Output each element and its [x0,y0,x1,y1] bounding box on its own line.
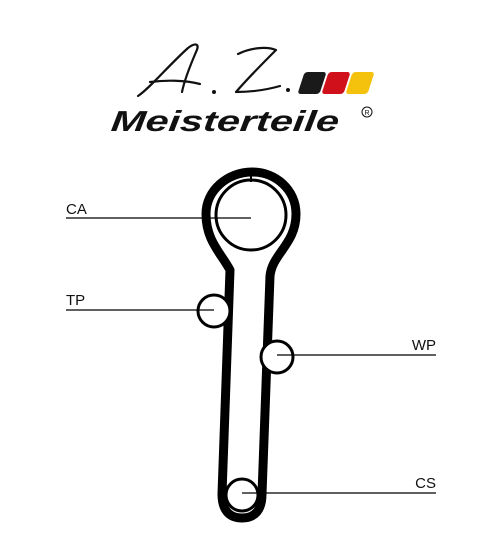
brand-wordmark: Meisterteile [109,106,340,138]
signature-mark [136,43,290,98]
registered-mark-icon [361,106,373,118]
cs-label: CS [415,475,436,492]
tp-label: TP [66,292,85,309]
camshaft-pulley [214,178,288,252]
water-pump-pulley [259,339,295,375]
crankshaft-pulley [224,477,260,513]
brand-logo: Meisterteile R [109,43,374,138]
wp-label: WP [412,337,436,354]
flag-stripe-gold [346,72,374,94]
ca-label: CA [66,201,87,218]
flag-stripes-icon [298,72,374,94]
tension-pulley [196,293,232,329]
registered-mark-letter: R [364,110,369,117]
flag-stripe-black [298,72,326,94]
flag-stripe-red [322,72,350,94]
belt-layout: CA TP WP CS [66,167,436,523]
